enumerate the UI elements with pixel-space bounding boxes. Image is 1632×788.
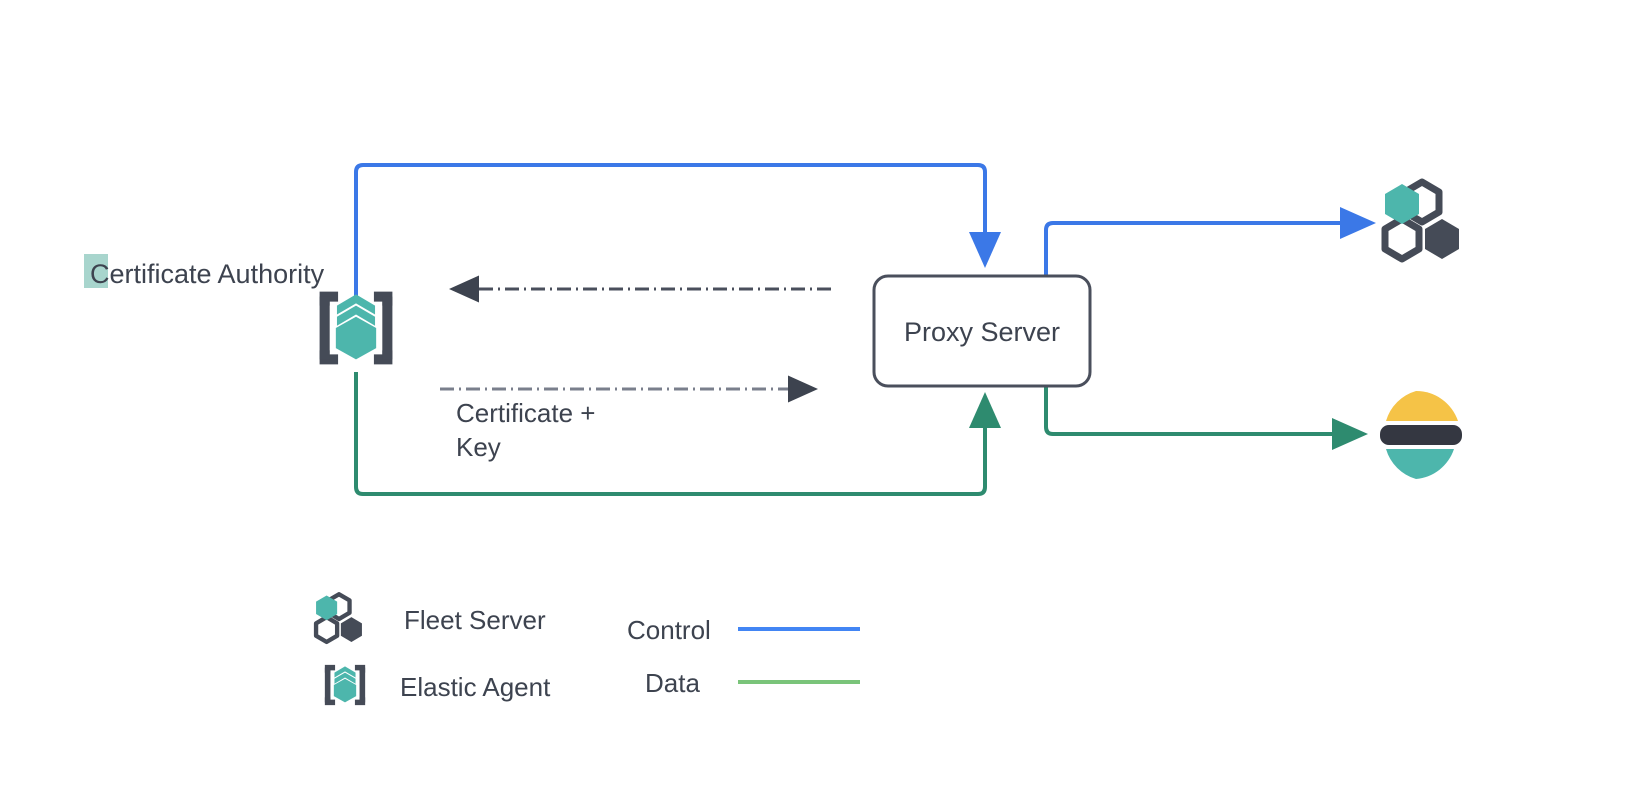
legend-item-fleet-server: Fleet Server [316,594,546,642]
fleet-server-icon [1385,182,1459,259]
node-proxy-server[interactable]: Proxy Server [872,274,1092,388]
edge-data-proxy-to-elasticsearch [1044,385,1368,450]
text-selection-highlight [84,254,108,288]
legend: Fleet Server Elastic Agent Control Data [316,594,860,702]
edge-control-proxy-to-fleet [1044,207,1376,275]
certificate-authority-label: Certificate Authority [90,259,325,289]
legend-item-elastic-agent: Elastic Agent [328,666,551,702]
proxy-server-label: Proxy Server [904,317,1060,347]
legend-label-elastic-agent: Elastic Agent [400,672,551,702]
legend-label-data: Data [645,668,700,698]
elastic-agent-icon [328,666,363,702]
edge-label-certificate-key-line1: Certificate + [456,398,595,428]
legend-label-control: Control [627,615,711,645]
legend-label-fleet-server: Fleet Server [404,605,546,635]
proxy-server-box[interactable] [872,274,1092,388]
node-fleet-server[interactable] [1385,182,1459,259]
legend-line-control: Control [627,615,860,645]
legend-line-data: Data [645,668,860,698]
edge-control-agent-to-proxy [354,163,1001,300]
node-certificate-authority[interactable]: Certificate Authority [84,254,387,359]
fleet-server-icon [316,594,362,642]
elastic-agent-icon [325,294,388,359]
edge-certificate-key-to-proxy: Certificate + Key [440,375,818,462]
node-elasticsearch[interactable] [1380,390,1462,479]
elasticsearch-icon [1380,390,1462,479]
edge-data-agent-to-proxy [354,372,1001,496]
edge-label-certificate-key-line2: Key [456,432,501,462]
